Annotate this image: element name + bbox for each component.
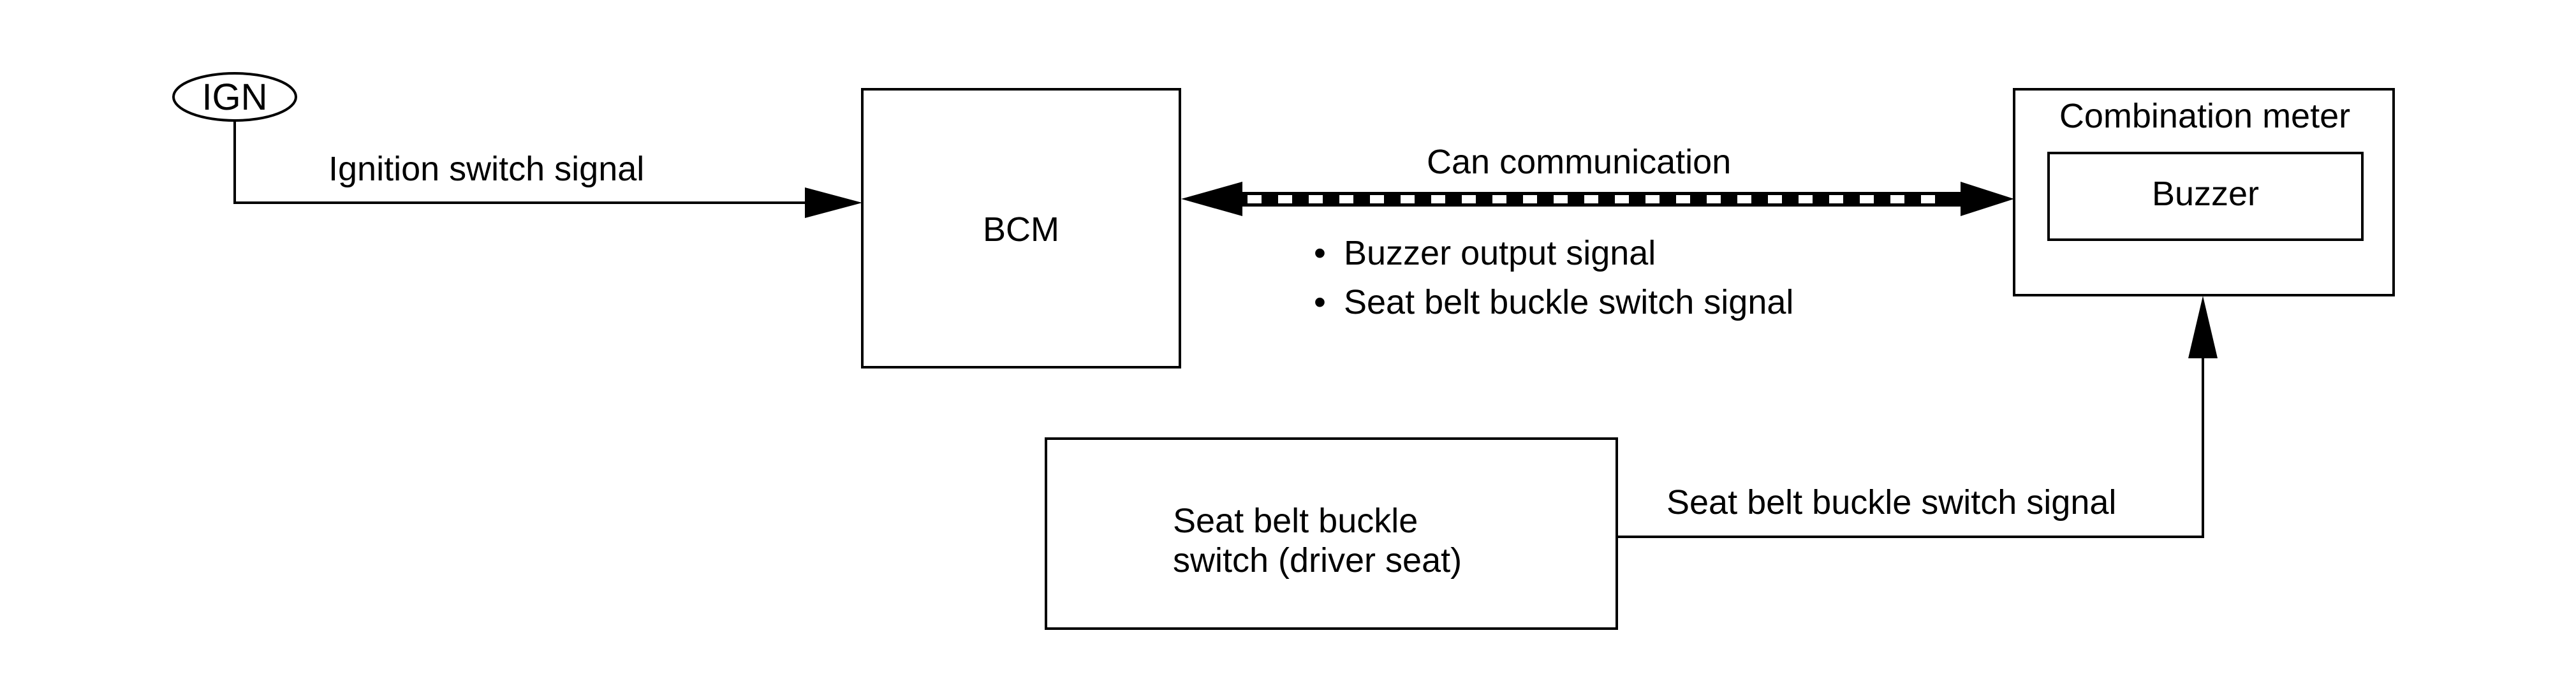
can-line-dash — [1615, 195, 1629, 203]
can-line-dash — [1431, 195, 1445, 203]
can-signal-list: • Buzzer output signal • Seat belt buckl… — [1314, 234, 1793, 321]
can-line-dash — [1737, 195, 1751, 203]
can-signal-bullet: • — [1314, 283, 1326, 321]
can-line-dash — [1676, 195, 1690, 203]
bcm-box — [861, 88, 1181, 368]
can-line-dashes — [1248, 195, 1935, 203]
can-line-dash — [1554, 195, 1568, 203]
seat-belt-signal-line: Seat belt buckle switch signal — [1617, 296, 2218, 538]
can-line-dash — [1584, 195, 1598, 203]
can-signal-bullet: • — [1314, 234, 1326, 272]
ignition-switch-signal-line: Ignition switch signal — [233, 120, 862, 218]
can-line-body — [1241, 192, 1963, 207]
can-line-dash — [1370, 195, 1384, 203]
combination-meter-label: Combination meter — [2059, 97, 2350, 135]
can-line-dash — [1799, 195, 1813, 203]
can-left-arrowhead — [1181, 182, 1242, 216]
can-line-dash — [1645, 195, 1660, 203]
can-line-dash — [1339, 195, 1353, 203]
seat-belt-wire — [1617, 341, 2204, 538]
buzzer-box — [2047, 152, 2364, 241]
can-line-dash — [1278, 195, 1292, 203]
ign-terminal: IGN — [172, 72, 297, 122]
buzzer-label: Buzzer — [2152, 175, 2259, 213]
can-communication-label: Can communication — [1427, 143, 1731, 181]
can-line-dash — [1890, 195, 1904, 203]
can-line-dash — [1462, 195, 1476, 203]
can-line-dash — [1401, 195, 1415, 203]
can-line-dash — [1860, 195, 1874, 203]
can-line-dash — [1309, 195, 1323, 203]
ignition-arrowhead — [805, 187, 862, 218]
seat-belt-signal-label: Seat belt buckle switch signal — [1667, 483, 2116, 522]
ignition-switch-signal-label: Ignition switch signal — [328, 150, 644, 188]
can-right-arrowhead — [1961, 182, 2014, 216]
can-line-dash — [1921, 195, 1935, 203]
can-line-dash — [1523, 195, 1537, 203]
ign-terminal-label: IGN — [202, 77, 267, 118]
can-line-dash — [1707, 195, 1721, 203]
bcm-block: BCM — [861, 88, 1181, 368]
can-line-dash — [1768, 195, 1782, 203]
seat-belt-arrowhead — [2188, 296, 2218, 358]
can-signal-item: Buzzer output signal — [1344, 234, 1656, 272]
seat-belt-switch-label-line: Seat belt buckle — [1173, 502, 1418, 540]
can-signal-item: Seat belt buckle switch signal — [1344, 283, 1793, 321]
can-communication-link: Can communication — [1181, 143, 2014, 216]
combination-meter-block: Combination meter Buzzer — [2013, 88, 2395, 296]
seat-belt-switch-label-line: switch (driver seat) — [1173, 541, 1462, 580]
ignition-wire — [233, 120, 823, 204]
seat-belt-buckle-switch-block: Seat belt buckle switch (driver seat) — [1045, 437, 1618, 630]
can-line-dash — [1492, 195, 1506, 203]
bcm-label: BCM — [983, 210, 1059, 249]
seat-belt-switch-box — [1045, 437, 1618, 630]
can-line-dash — [1248, 195, 1262, 203]
can-line-dash — [1829, 195, 1843, 203]
